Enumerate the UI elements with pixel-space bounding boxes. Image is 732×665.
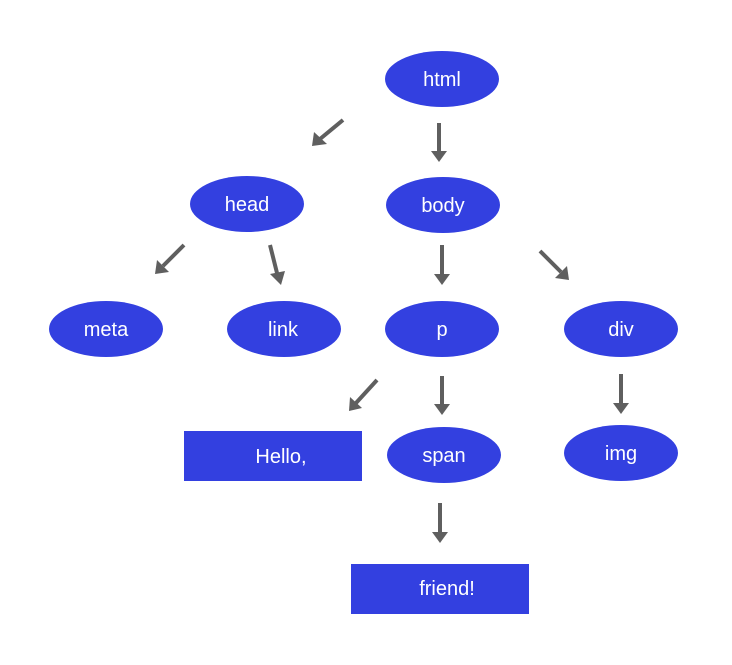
arrow-html-to-head <box>312 118 345 146</box>
node-link: link <box>227 301 341 357</box>
node-div-shape <box>564 301 678 357</box>
arrow-p-to-hello <box>349 378 379 411</box>
node-img: img <box>564 425 678 481</box>
node-p: p <box>385 301 499 357</box>
node-hello: Hello, <box>184 431 362 481</box>
arrows <box>155 118 629 543</box>
node-span-label: span <box>422 445 465 467</box>
node-html-label: html <box>423 69 461 91</box>
node-body: body <box>386 177 500 233</box>
arrow-html-to-body <box>431 123 447 162</box>
node-meta-shape <box>49 301 163 357</box>
node-meta: meta <box>49 301 163 357</box>
node-friend-label: friend! <box>419 578 475 600</box>
node-span: span <box>387 427 501 483</box>
node-meta-label: meta <box>84 319 129 341</box>
node-p-shape <box>385 301 499 357</box>
node-link-label: link <box>268 319 299 341</box>
node-body-shape <box>386 177 500 233</box>
arrow-head-to-link <box>268 244 285 285</box>
arrow-span-to-friend <box>432 503 448 543</box>
arrow-div-to-img <box>613 374 629 414</box>
node-head: head <box>190 176 304 232</box>
node-friend-shape <box>351 564 529 614</box>
node-span-shape <box>387 427 501 483</box>
arrow-body-to-div <box>538 249 569 280</box>
node-html: html <box>385 51 499 107</box>
node-div: div <box>564 301 678 357</box>
node-body-label: body <box>421 195 464 217</box>
node-head-shape <box>190 176 304 232</box>
node-link-shape <box>227 301 341 357</box>
arrow-body-to-p <box>434 245 450 285</box>
arrow-p-to-span <box>434 376 450 415</box>
node-hello-shape <box>184 431 362 481</box>
node-img-label: img <box>605 443 637 465</box>
node-p-label: p <box>436 319 447 341</box>
node-head-label: head <box>225 194 270 216</box>
node-img-shape <box>564 425 678 481</box>
node-hello-label: Hello, <box>255 446 306 468</box>
node-friend: friend! <box>351 564 529 614</box>
node-div-label: div <box>608 319 634 341</box>
node-html-shape <box>385 51 499 107</box>
arrow-head-to-meta <box>155 243 186 274</box>
